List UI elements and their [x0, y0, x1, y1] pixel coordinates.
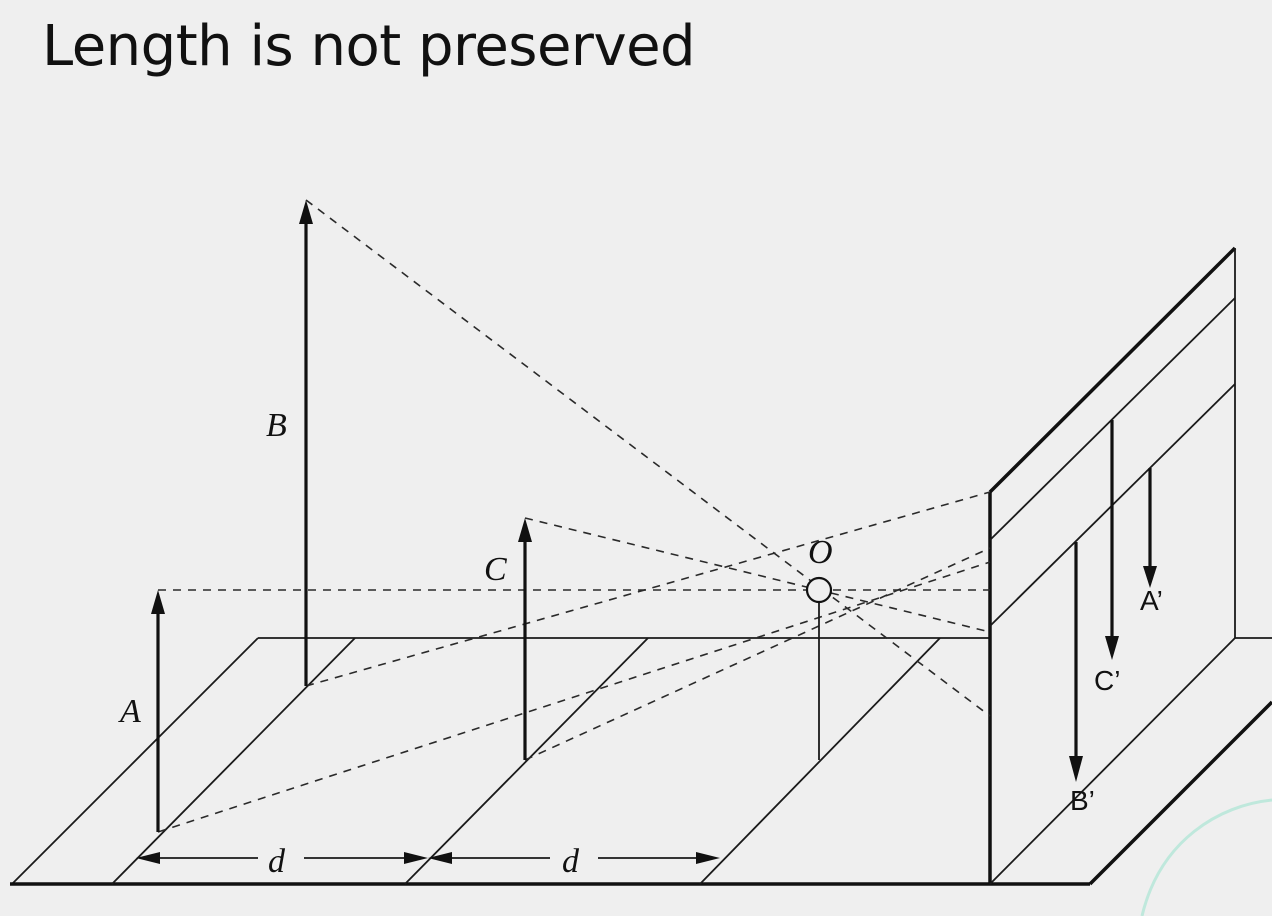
- label-distance-1: d: [268, 843, 286, 880]
- image-plane-top-edge: [988, 246, 1237, 494]
- label-c-image: C’: [1094, 665, 1120, 696]
- corner-accent-curve: [1140, 798, 1272, 916]
- arrow-c: [518, 518, 532, 760]
- ground-plane: [10, 637, 1090, 886]
- center-of-projection: [805, 576, 833, 760]
- ray-b-top: [305, 199, 991, 717]
- ray-c-bottom: [524, 547, 991, 761]
- label-a: A: [118, 693, 141, 730]
- ray-c-top: [524, 517, 991, 633]
- pinhole-circle: [805, 576, 833, 604]
- distance-marker-1: [136, 852, 428, 864]
- label-c: C: [484, 551, 507, 588]
- label-o: O: [808, 534, 833, 571]
- slide-title: Length is not preserved: [42, 14, 696, 79]
- arrow-b-image: [1069, 542, 1083, 782]
- ray-a-bottom: [157, 561, 991, 833]
- arrow-a-image: [1143, 468, 1157, 588]
- arrow-c-image: [1105, 420, 1119, 660]
- arrow-a: [151, 590, 165, 832]
- label-distance-2: d: [562, 843, 580, 880]
- label-a-image: A’: [1140, 585, 1163, 616]
- arrow-b: [299, 200, 313, 686]
- ray-b-bottom: [305, 491, 991, 687]
- projection-rays: [157, 199, 991, 833]
- label-b: B: [266, 407, 287, 444]
- image-plane: [988, 246, 1272, 886]
- distance-marker-2: [428, 852, 720, 864]
- label-b-image: B’: [1070, 785, 1095, 816]
